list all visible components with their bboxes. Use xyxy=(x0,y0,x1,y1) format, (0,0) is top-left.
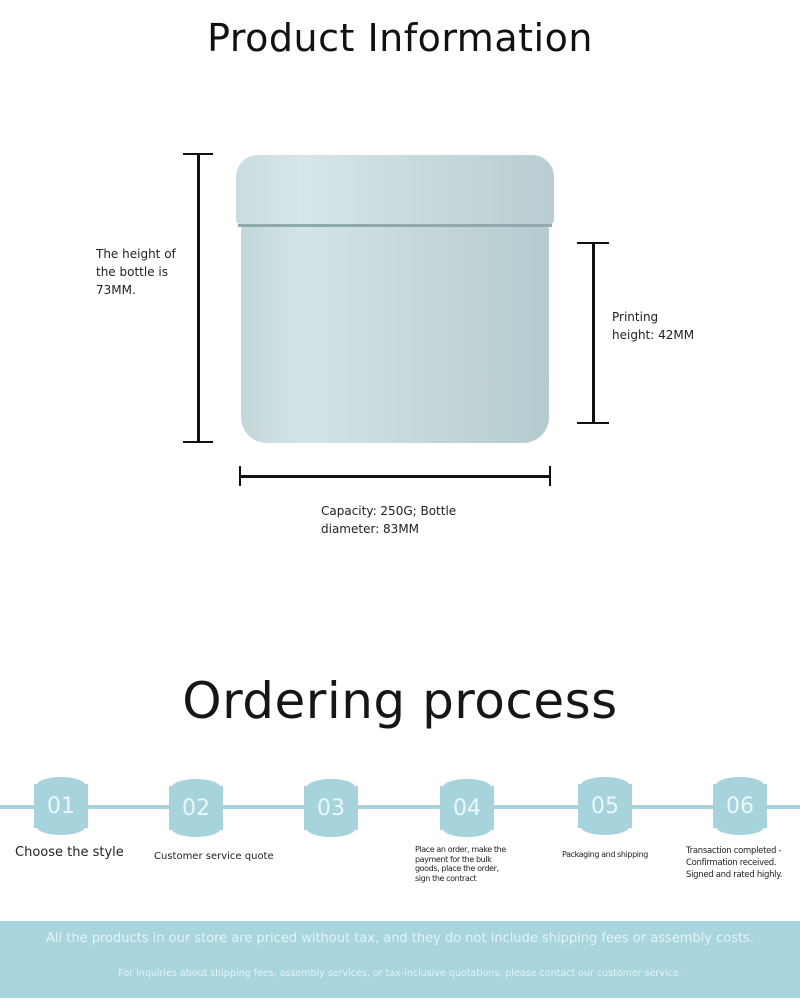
capacity-diameter-label: Capacity: 250G; Bottle diameter: 83MM xyxy=(321,502,521,538)
step-text-line: Packaging and shipping xyxy=(562,850,648,859)
step-badge-02: 02 xyxy=(169,779,223,837)
step-text-line: Transaction completed - xyxy=(686,846,782,856)
step-badge-05: 05 xyxy=(578,777,632,835)
step-text-line: payment for the bulk xyxy=(415,854,492,864)
step-05-text: Packaging and shipping xyxy=(562,850,648,859)
step-number: 02 xyxy=(182,795,210,821)
jar-seam xyxy=(238,224,552,227)
customer-service-notice-text: For inquiries about shipping fees, assem… xyxy=(118,968,682,979)
printing-dimension-bottom-tick xyxy=(577,422,609,424)
jar-lid xyxy=(236,155,554,224)
step-02-text: Customer service quote xyxy=(154,851,274,862)
step-text-line: Signed and rated highly. xyxy=(686,870,783,880)
step-text-line: Place an order, make the xyxy=(415,845,506,854)
product-jar-image xyxy=(236,155,554,443)
height-label-line: 73MM. xyxy=(96,283,136,297)
printing-height-label: Printing height: 42MM xyxy=(612,308,732,344)
printing-label-line: height: 42MM xyxy=(612,328,695,342)
pricing-notice-banner: All the products in our store are priced… xyxy=(0,921,800,998)
step-number: 06 xyxy=(726,793,754,819)
diameter-dimension-bar xyxy=(239,475,551,478)
pricing-notice-text: All the products in our store are priced… xyxy=(46,931,754,946)
printing-label-line: Printing xyxy=(612,310,659,324)
product-information-title: Product Information xyxy=(207,16,593,60)
step-text-line: Choose the style xyxy=(15,845,124,860)
ordering-process-title: Ordering process xyxy=(182,672,618,730)
step-text-line: goods, place the order, xyxy=(415,864,499,873)
step-text-line: sign the contract xyxy=(415,873,477,883)
diameter-dimension-right-tick xyxy=(549,466,551,486)
height-dimension-bottom-tick xyxy=(183,441,213,443)
step-badge-03: 03 xyxy=(304,779,358,837)
height-dimension-bar xyxy=(197,153,200,442)
step-01-text: Choose the style xyxy=(15,845,124,860)
jar-body xyxy=(241,227,549,443)
step-number: 04 xyxy=(453,795,481,821)
step-badge-06: 06 xyxy=(713,777,767,835)
step-number: 03 xyxy=(317,795,345,821)
capacity-label-line: Capacity: 250G; Bottle xyxy=(321,504,457,518)
bottle-height-label: The height of the bottle is 73MM. xyxy=(96,245,196,299)
step-number: 01 xyxy=(47,793,75,819)
step-text-line: Confirmation received. xyxy=(686,858,777,868)
step-badge-01: 01 xyxy=(34,777,88,835)
step-number: 05 xyxy=(591,793,619,819)
capacity-label-line: diameter: 83MM xyxy=(321,522,420,536)
step-text-line: Customer service quote xyxy=(154,851,274,862)
process-timeline-line xyxy=(0,805,800,809)
height-label-line: the bottle is xyxy=(96,265,168,279)
step-06-text: Transaction completed - Confirmation rec… xyxy=(686,845,782,881)
step-04-text: Place an order, make the payment for the… xyxy=(415,845,506,883)
height-label-line: The height of xyxy=(96,247,176,261)
step-badge-04: 04 xyxy=(440,779,494,837)
printing-dimension-bar xyxy=(592,242,595,424)
